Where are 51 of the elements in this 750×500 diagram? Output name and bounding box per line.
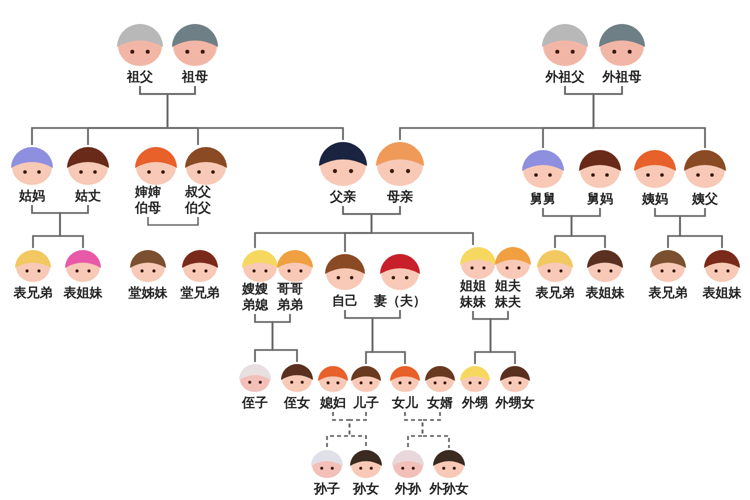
kinship-label: 孙子 (314, 482, 340, 498)
kinship-label: 表兄弟 (14, 286, 52, 302)
family-line (348, 412, 367, 448)
family-line (570, 208, 606, 248)
kinship-label: 女儿 (392, 396, 418, 412)
kinship-label: 堂兄弟 (180, 286, 220, 302)
kinship-label: 嫂嫂弟媳 (242, 282, 268, 314)
kinship-label: 侄女 (284, 396, 310, 412)
family-line (422, 412, 450, 448)
kinship-label: 舅妈 (587, 192, 613, 208)
kinship-label: 表兄弟 (536, 286, 574, 302)
kinship-label: 媳妇 (320, 396, 346, 412)
family-line (147, 217, 199, 226)
kinship-label: 外甥 (462, 396, 488, 412)
kinship-label: 堂姊妹 (128, 286, 168, 302)
kinship-label: 婶婶伯母 (135, 185, 161, 217)
kinship-label: 表兄弟 (648, 286, 688, 302)
family-line (372, 310, 406, 364)
kinship-label: 祖父 (127, 70, 153, 86)
kinship-label: 女婿 (427, 396, 453, 412)
kinship-label: 表姐妹 (64, 286, 102, 302)
kinship-label: 外祖母 (602, 70, 642, 86)
family-line (490, 311, 516, 364)
kinship-label: 母亲 (387, 190, 413, 206)
family-line (679, 208, 723, 248)
kinship-label: 儿子 (353, 396, 379, 412)
kinship-label: 侄子 (242, 396, 268, 412)
kinship-label: 姑丈 (75, 189, 101, 205)
kinship-label: 外甥女 (496, 396, 534, 412)
family-line (272, 314, 298, 362)
kinship-label: 姨父 (692, 192, 718, 208)
kinship-label: 哥哥弟弟 (277, 282, 303, 314)
kinship-label: 舅舅 (530, 192, 556, 208)
kinship-label: 父亲 (330, 190, 356, 206)
kinship-label: 姐夫妹夫 (495, 279, 521, 311)
family-line (59, 205, 89, 248)
kinship-label: 外祖父 (546, 70, 584, 86)
kinship-label: 自己 (332, 294, 358, 310)
kinship-label: 孙女 (353, 482, 379, 498)
kinship-label: 妻（夫） (374, 294, 426, 310)
kinship-label: 表姐妹 (586, 286, 624, 302)
kinship-label: 姐姐妹妹 (460, 279, 486, 311)
kinship-label: 外孙女 (430, 482, 468, 498)
family-line (370, 206, 474, 245)
family-line (592, 86, 706, 148)
kinship-label: 祖母 (182, 70, 208, 86)
kinship-label: 表姐妹 (702, 286, 742, 302)
kinship-label: 叔父伯父 (185, 185, 211, 217)
kinship-label: 姑妈 (19, 189, 45, 205)
kinship-label: 姨妈 (642, 192, 668, 208)
kinship-label: 外孙 (395, 482, 421, 498)
